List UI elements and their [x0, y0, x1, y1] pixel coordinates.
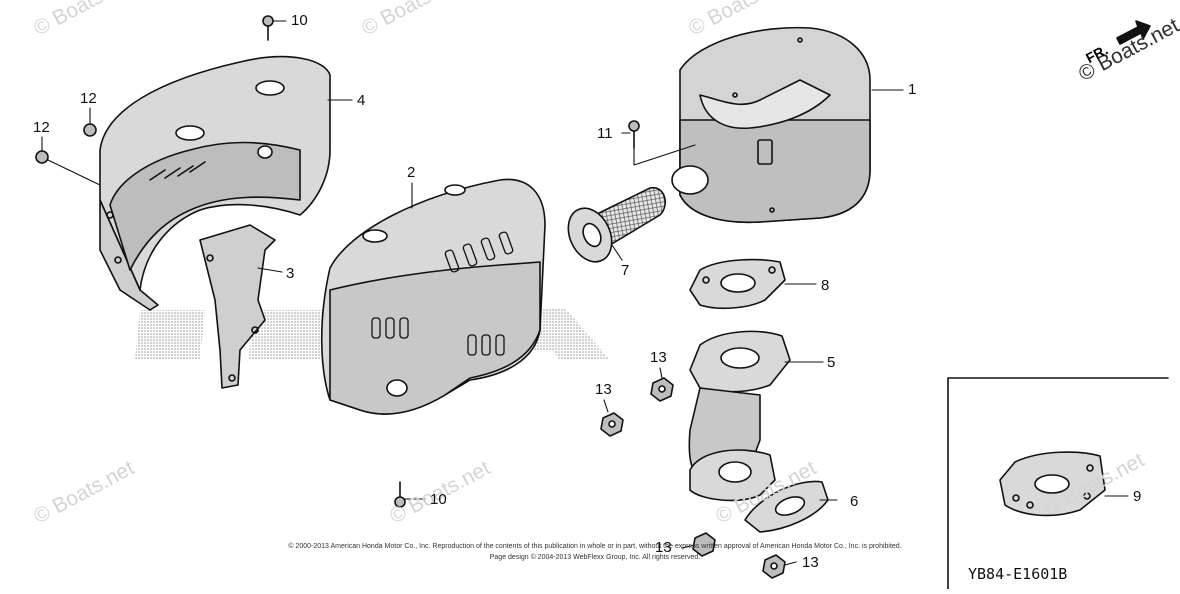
part-4-muffler-cover — [99, 55, 331, 311]
bolt-12-b — [35, 150, 49, 164]
callout-5: 5 — [827, 354, 836, 371]
nut-13-b — [650, 377, 674, 402]
callout-2: 2 — [407, 164, 416, 181]
bolt-10-top — [262, 15, 274, 41]
callout-13-b: 13 — [595, 381, 612, 398]
part-8-muffler-gasket — [689, 258, 786, 310]
bolt-12-a — [83, 123, 97, 137]
callout-13-d: 13 — [802, 554, 819, 571]
callout-10-bottom: 10 — [430, 491, 447, 508]
inset-frame — [947, 377, 1169, 590]
callout-4: 4 — [357, 92, 366, 109]
nut-13-a — [600, 412, 624, 437]
callout-9: 9 — [1133, 488, 1142, 505]
copyright-footer: © 2000-2013 American Honda Motor Co., In… — [180, 541, 1010, 563]
nut-13-c — [692, 532, 716, 557]
copyright-line: © 2000-2013 American Honda Motor Co., In… — [288, 543, 902, 550]
callout-11: 11 — [597, 125, 613, 142]
part-2-muffler-protector — [320, 178, 546, 415]
callout-13-c: 13 — [655, 539, 672, 556]
callout-10-top: 10 — [291, 12, 308, 29]
part-9-gasket — [999, 451, 1106, 517]
part-3-muffler-bracket — [199, 224, 276, 389]
callout-6: 6 — [850, 493, 859, 510]
callout-3: 3 — [286, 265, 295, 282]
part-6-exhaust-gasket — [744, 480, 829, 533]
callout-1: 1 — [908, 81, 917, 98]
page-design-line: Page design © 2004-2013 WebFlexx Group, … — [489, 554, 701, 561]
part-1-muffler — [671, 26, 871, 224]
leader-lines — [41, 20, 1129, 566]
callout-8: 8 — [821, 277, 830, 294]
screw-11 — [628, 120, 640, 149]
bolt-10-bottom — [394, 481, 406, 508]
part-7-spark-arrester — [567, 187, 666, 263]
drawing-code: YB84-E1601B — [968, 565, 1068, 583]
callout-12-b: 12 — [33, 119, 50, 136]
callout-13-a: 13 — [650, 349, 667, 366]
front-direction-arrow — [1116, 20, 1151, 45]
nut-13-d — [762, 554, 786, 579]
callout-7: 7 — [621, 262, 630, 279]
callout-12-a: 12 — [80, 90, 97, 107]
part-5-exhaust-pipe — [688, 330, 791, 502]
